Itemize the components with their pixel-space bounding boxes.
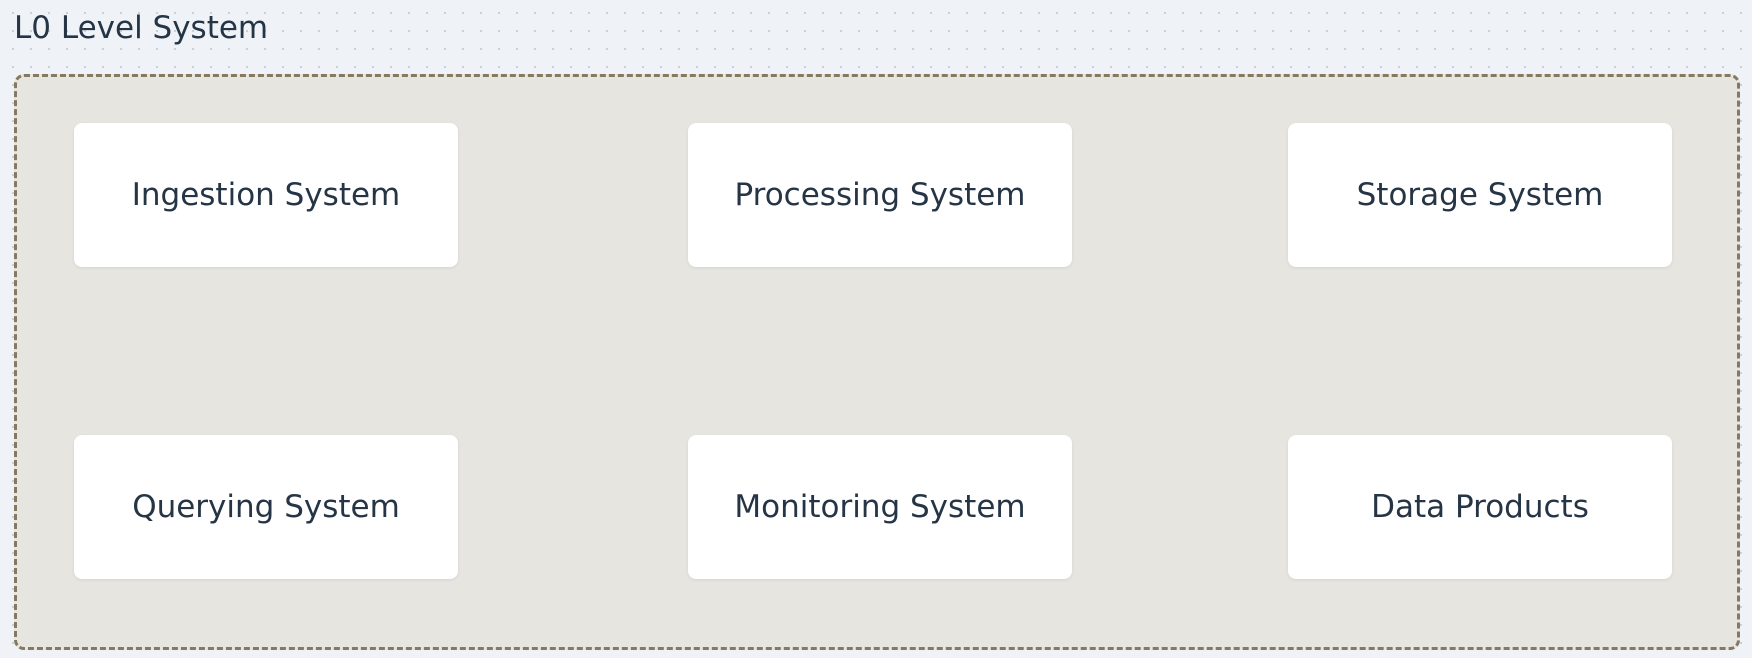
node-querying-system[interactable]: Querying System (74, 435, 458, 579)
group-title: L0 Level System (14, 10, 269, 46)
node-label: Ingestion System (131, 177, 401, 213)
node-label: Data Products (1371, 489, 1589, 525)
node-label: Processing System (734, 177, 1026, 213)
node-processing-system[interactable]: Processing System (688, 123, 1072, 267)
node-data-products[interactable]: Data Products (1288, 435, 1672, 579)
node-label: Querying System (132, 489, 400, 525)
l0-system-group[interactable]: Ingestion System Processing System Stora… (14, 74, 1740, 650)
node-label: Monitoring System (734, 489, 1026, 525)
node-monitoring-system[interactable]: Monitoring System (688, 435, 1072, 579)
node-storage-system[interactable]: Storage System (1288, 123, 1672, 267)
node-label: Storage System (1356, 177, 1604, 213)
node-ingestion-system[interactable]: Ingestion System (74, 123, 458, 267)
